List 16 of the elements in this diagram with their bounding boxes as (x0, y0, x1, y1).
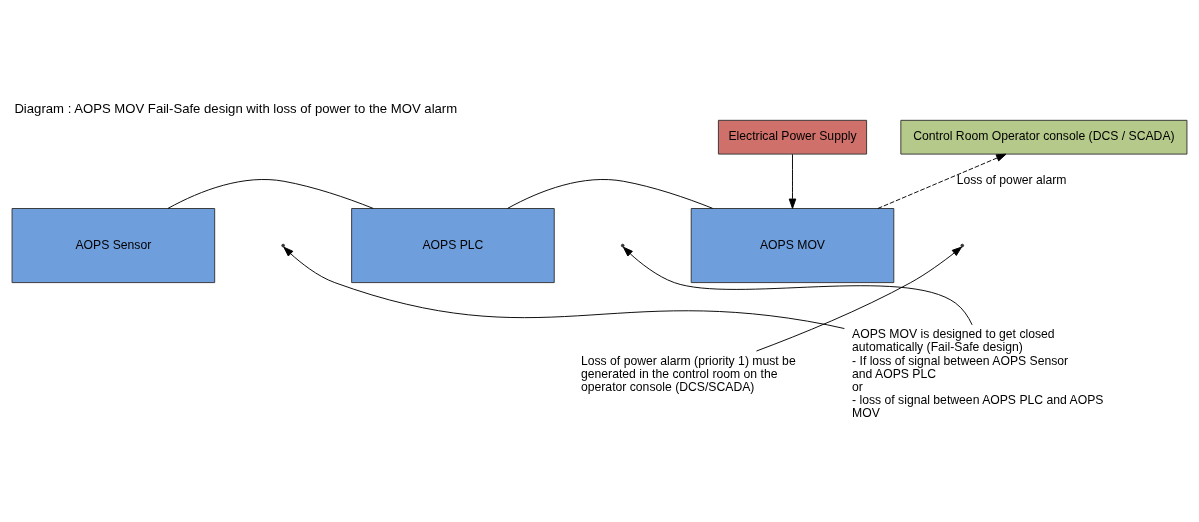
arrow (756, 246, 963, 351)
connector (507, 178, 714, 209)
edge-label: Loss of power alarm (956, 172, 1067, 187)
node-text: Loss of power alarm (priority 1) must be generated in the control room on the operator console (DCS/SCADA) (580, 353, 796, 394)
node-box: Electrical Power Supply (717, 119, 868, 155)
arrow (877, 153, 1007, 209)
arrow (622, 246, 973, 325)
arrow (283, 246, 845, 329)
node-box: AOPS PLC (351, 207, 555, 283)
node-text: AOPS MOV is designed to get closed automatically (Fail-Safe design) - If loss of signal between AOPS Sensor and AOPS PLC or - loss of signal between AOPS PLC and AOPS MOV (852, 326, 1104, 420)
node-box: AOPS Sensor (11, 207, 216, 283)
connector (167, 178, 374, 209)
arrow (788, 153, 797, 209)
node-box: Control Room Operator console (DCS / SCADA) (900, 119, 1188, 155)
node-box: AOPS MOV (690, 207, 895, 283)
diagram-title: Diagram : AOPS MOV Fail-Safe design with loss of power to the MOV alarm (14, 100, 458, 116)
